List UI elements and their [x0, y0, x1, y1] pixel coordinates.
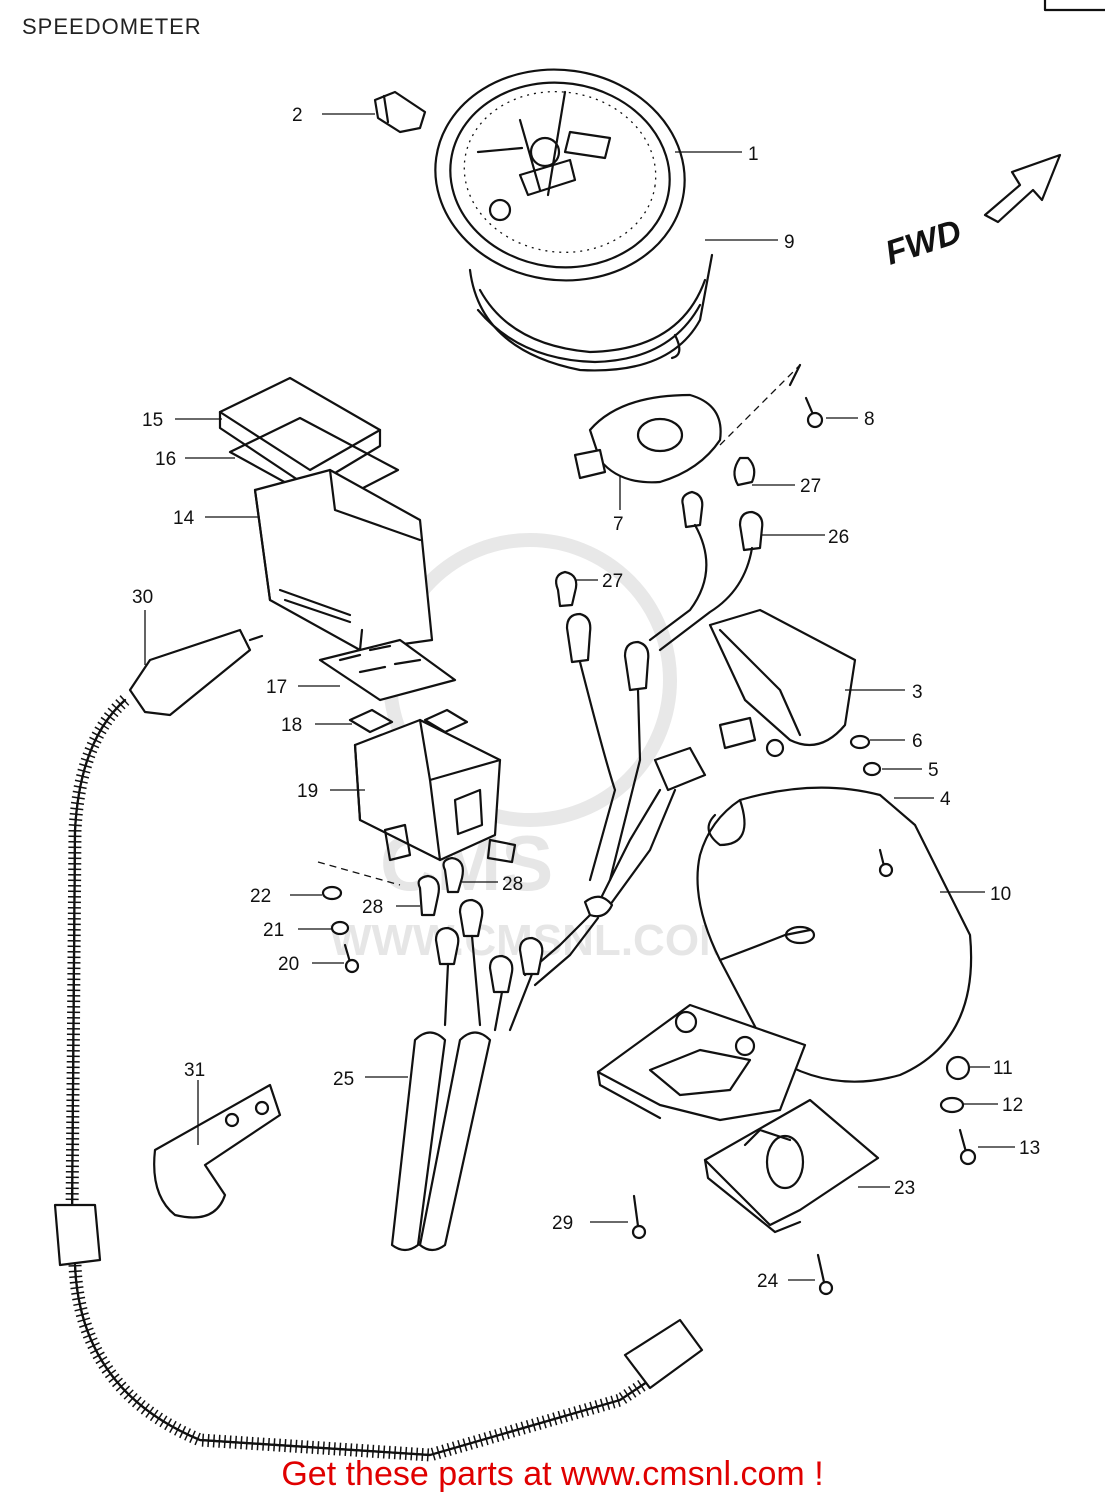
- callout-16: 16: [155, 449, 176, 470]
- callout-4: 4: [940, 789, 951, 810]
- wire-harness: [417, 456, 764, 1032]
- callout-15: 15: [142, 410, 163, 431]
- callout-8: 8: [864, 409, 875, 430]
- part-25-cable-tubes: [390, 1031, 492, 1252]
- callout-11: 11: [993, 1058, 1013, 1079]
- callout-24: 24: [757, 1271, 779, 1292]
- callout-21: 21: [263, 920, 284, 941]
- callout-27-top: 27: [800, 476, 821, 497]
- fasteners: [321, 734, 977, 1296]
- speedometer-assembly: [434, 68, 714, 372]
- callout-20: 20: [278, 954, 299, 975]
- part-4-screw: [878, 848, 894, 878]
- callout-22: 22: [250, 886, 271, 907]
- part-13-bolt: [958, 1128, 977, 1166]
- fwd-direction-indicator: FWD: [881, 153, 1062, 273]
- callout-13: 13: [1019, 1138, 1040, 1159]
- part-5-washer: [862, 761, 882, 777]
- callout-28-left: 28: [362, 897, 383, 918]
- part-11-nut: [945, 1055, 971, 1081]
- part-10-cover: [696, 786, 973, 1083]
- fwd-label: FWD: [881, 213, 966, 273]
- callout-31: 31: [184, 1060, 205, 1081]
- part-30-speedometer-cable: [53, 628, 704, 1462]
- callout-3: 3: [912, 682, 923, 703]
- callout-28-right: 28: [502, 874, 523, 895]
- mounting-bracket: [596, 1003, 807, 1122]
- callout-25: 25: [333, 1069, 354, 1090]
- part-21-washer: [330, 920, 350, 936]
- part-2-bulb-socket: [373, 90, 427, 134]
- footer-promo-link[interactable]: Get these parts at www.cmsnl.com !: [281, 1455, 824, 1493]
- part-3-relay-bracket: [708, 608, 857, 758]
- part-6-washer: [849, 734, 871, 750]
- callout-labels: 2 1 9 8 7 27 26 27 3 6 5 4 10 11 12 13 2…: [132, 105, 1040, 1292]
- indicator-housing-assembly: [218, 376, 517, 886]
- callout-12: 12: [1002, 1095, 1023, 1116]
- callout-30: 30: [132, 587, 153, 608]
- callout-6: 6: [912, 731, 923, 752]
- callout-7: 7: [613, 514, 624, 535]
- callout-17: 17: [266, 677, 287, 698]
- callout-29: 29: [552, 1213, 573, 1234]
- part-7-switch-holder: [573, 363, 802, 484]
- callout-18: 18: [281, 715, 302, 736]
- part-20-screw: [343, 943, 360, 974]
- callout-19: 19: [297, 781, 318, 802]
- callout-9: 9: [784, 232, 795, 253]
- part-22-washer: [321, 885, 343, 901]
- callout-23: 23: [894, 1178, 915, 1199]
- part-24-screw: [816, 1253, 834, 1296]
- callout-2: 2: [292, 105, 303, 126]
- callout-27-mid: 27: [602, 571, 623, 592]
- part-29-screw: [631, 1194, 647, 1240]
- callout-26: 26: [828, 527, 849, 548]
- page-title: SPEEDOMETER: [22, 14, 202, 39]
- callout-1: 1: [748, 144, 759, 165]
- part-23-lower-bracket: [703, 1098, 880, 1234]
- callout-14: 14: [173, 508, 195, 529]
- part-31-clamp: [153, 1083, 282, 1219]
- corner-mark: [1043, 0, 1105, 12]
- part-12-washer: [939, 1096, 965, 1114]
- callout-leaders: [144, 113, 1015, 1281]
- fwd-arrow-icon: [983, 153, 1062, 224]
- callout-10: 10: [990, 884, 1011, 905]
- part-8-screw: [804, 396, 824, 429]
- callout-5: 5: [928, 760, 939, 781]
